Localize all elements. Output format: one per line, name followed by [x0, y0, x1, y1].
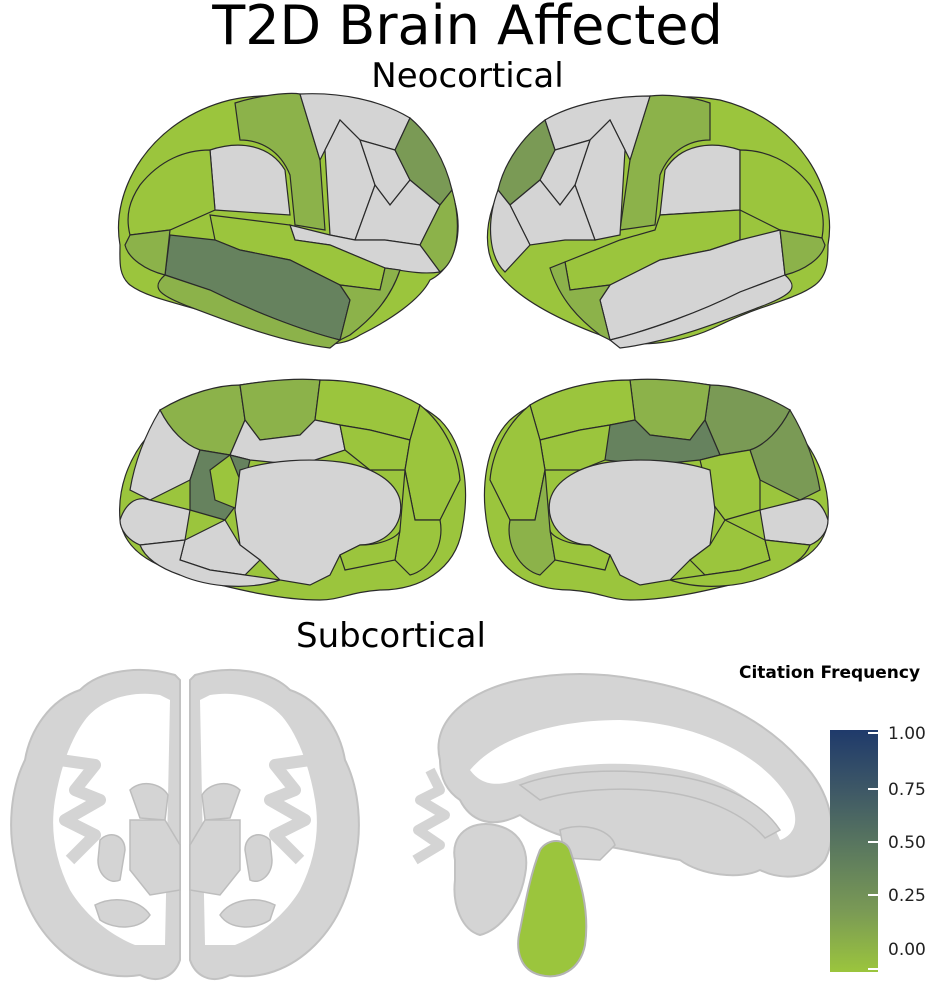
ml-temporal-pole [139, 539, 281, 587]
mr-med-orbito [699, 449, 761, 521]
sagittal-occipital-gyri [412, 767, 450, 865]
sagittal-cerebellum [453, 823, 528, 937]
coronal-putamen-right [244, 834, 273, 882]
coronal-hippocampus-right [219, 899, 276, 928]
coronal-putamen-left [97, 834, 126, 882]
ml-frontal-pole [129, 408, 201, 501]
ml-rostral-ant [119, 498, 191, 546]
neocortical-heading: Neocortical [371, 56, 564, 96]
lr-caudal-mid [659, 144, 741, 216]
legend-tick-100: 1.00 [888, 724, 926, 744]
sagittal-brainstem-affected [517, 840, 588, 978]
medial-right-hemisphere [483, 378, 829, 601]
lr-lateral-occipital [489, 188, 531, 273]
mr-rostral-ant [759, 498, 829, 546]
lr-rostral-mid [739, 149, 824, 239]
ml-cingulate-ant [209, 454, 241, 511]
ll-caudal-mid [209, 144, 291, 216]
medial-left-hemisphere [119, 378, 467, 601]
ll-superior-frontal [234, 92, 326, 231]
ml-cuneus [394, 469, 442, 576]
legend-colorbar [830, 730, 878, 972]
figure-title: T2D Brain Affected [212, 0, 723, 57]
ll-fusiform-bottom [157, 274, 342, 349]
legend-tick-075: 0.75 [888, 780, 926, 800]
subcortical-heading: Subcortical [296, 616, 486, 656]
ll-inferior-temporal [338, 267, 401, 342]
lr-superior-frontal [619, 94, 711, 231]
coronal-slice [10, 669, 360, 980]
coronal-gyri-right [264, 754, 311, 865]
sagittal-corpus-callosum [518, 770, 782, 839]
mr-parahippocampal [549, 529, 611, 571]
lr-inferior-temporal [549, 261, 612, 342]
legend-tick-025: 0.25 [888, 886, 926, 906]
coronal-caudate-left [129, 783, 169, 821]
lateral-right-hemisphere [486, 94, 831, 349]
coronal-thalamus-right [189, 819, 241, 896]
legend-title: Citation Frequency [739, 663, 921, 683]
ll-rostral-mid [127, 149, 216, 236]
mr-frontal-med [749, 408, 821, 501]
sagittal-slice [412, 673, 833, 978]
lateral-left-hemisphere [118, 92, 459, 349]
legend [830, 730, 878, 972]
sagittal-thalamus [559, 825, 616, 861]
legend-tick-050: 0.50 [888, 833, 926, 853]
coronal-gyri-left [59, 754, 106, 865]
mr-temporal-pole [669, 539, 811, 587]
mr-cuneus [508, 469, 556, 576]
legend-tick-000: 0.00 [888, 940, 926, 960]
coronal-thalamus-left [129, 819, 181, 896]
ml-parahippocampal [339, 529, 401, 571]
lr-fusiform-bottom [608, 274, 793, 349]
sagittal-white-tract [470, 720, 796, 840]
coronal-hippocampus-left [94, 899, 151, 928]
coronal-caudate-right [201, 783, 241, 821]
